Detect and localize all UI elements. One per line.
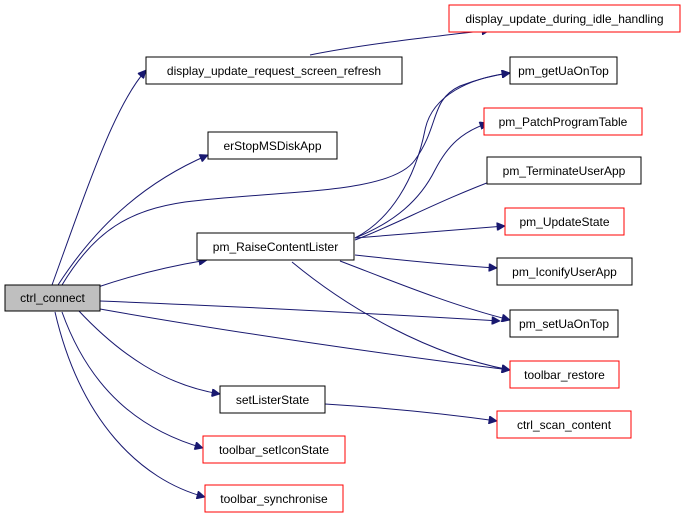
node-pm_IconifyUserApp[interactable]: pm_IconifyUserApp bbox=[496, 257, 633, 286]
node-box bbox=[204, 484, 344, 513]
node-box bbox=[509, 56, 618, 85]
node-toolbar_synchronise[interactable]: toolbar_synchronise bbox=[204, 484, 344, 513]
edge-ctrl_connect-toolbar_setIconState bbox=[61, 311, 203, 448]
node-label: pm_setUaOnTop bbox=[519, 317, 609, 331]
node-label: display_update_request_screen_refresh bbox=[167, 64, 381, 78]
node-box bbox=[504, 207, 625, 236]
node-label: display_update_during_idle_handling bbox=[465, 12, 663, 26]
node-pm_TerminateUserApp[interactable]: pm_TerminateUserApp bbox=[486, 156, 642, 185]
node-pm_setUaOnTop[interactable]: pm_setUaOnTop bbox=[509, 309, 619, 338]
nodes: ctrl_connect display_update_during_idle_… bbox=[4, 4, 681, 513]
node-label: pm_getUaOnTop bbox=[518, 64, 609, 78]
node-label: ctrl_scan_content bbox=[517, 418, 612, 432]
node-label: setListerState bbox=[236, 393, 310, 407]
node-box bbox=[145, 56, 403, 85]
node-ctrl_connect[interactable]: ctrl_connect bbox=[4, 284, 101, 312]
node-box bbox=[496, 257, 633, 286]
edge-pm_RaiseContentLister-pm_IconifyUserApp bbox=[354, 254, 497, 268]
edge-pm_RaiseContentLister-pm_setUaOnTop bbox=[339, 260, 510, 320]
node-erStopMSDiskApp[interactable]: erStopMSDiskApp bbox=[207, 131, 338, 160]
node-label: pm_RaiseContentLister bbox=[213, 240, 338, 254]
edge-display_update_request_screen_refresh-display_update_during_idle_handling bbox=[309, 30, 490, 56]
edge-pm_RaiseContentLister-pm_UpdateState bbox=[354, 226, 505, 239]
node-display_update_during_idle_handling[interactable]: display_update_during_idle_handling bbox=[448, 4, 681, 33]
node-box bbox=[202, 435, 346, 464]
edge-ctrl_connect-pm_setUaOnTop bbox=[99, 300, 500, 321]
node-label: erStopMSDiskApp bbox=[223, 139, 321, 153]
edge-setListerState-ctrl_scan_content bbox=[324, 403, 497, 421]
node-label: pm_UpdateState bbox=[519, 215, 609, 229]
node-label: pm_TerminateUserApp bbox=[503, 164, 626, 178]
edge-ctrl_connect-display_update_request_screen_refresh bbox=[51, 70, 146, 286]
edges bbox=[51, 30, 510, 497]
node-toolbar_setIconState[interactable]: toolbar_setIconState bbox=[202, 435, 346, 464]
node-box bbox=[219, 385, 326, 414]
node-label: toolbar_setIconState bbox=[219, 443, 329, 457]
node-toolbar_restore[interactable]: toolbar_restore bbox=[509, 360, 620, 389]
node-label: pm_IconifyUserApp bbox=[512, 265, 617, 279]
node-display_update_request_screen_refresh[interactable]: display_update_request_screen_refresh bbox=[145, 56, 403, 85]
edge-ctrl_connect-setListerState bbox=[77, 309, 220, 394]
node-pm_PatchProgramTable[interactable]: pm_PatchProgramTable bbox=[483, 107, 643, 136]
node-label: toolbar_restore bbox=[524, 368, 605, 382]
node-box bbox=[509, 360, 620, 389]
node-box bbox=[486, 156, 642, 185]
node-box bbox=[509, 309, 619, 338]
node-box bbox=[496, 410, 632, 439]
edge-ctrl_connect-pm_RaiseContentLister bbox=[97, 260, 207, 288]
edge-ctrl_connect-erStopMSDiskApp bbox=[57, 155, 208, 286]
node-ctrl_scan_content[interactable]: ctrl_scan_content bbox=[496, 410, 632, 439]
edge-ctrl_connect-toolbar_restore bbox=[99, 308, 510, 370]
node-box bbox=[4, 284, 101, 312]
edge-pm_RaiseContentLister-pm_TerminateUserApp bbox=[354, 178, 500, 241]
edge-pm_RaiseContentLister-pm_PatchProgramTable bbox=[354, 123, 488, 239]
node-box bbox=[483, 107, 643, 136]
edge-ctrl_connect-pm_getUaOnTop bbox=[61, 73, 510, 286]
node-label: pm_PatchProgramTable bbox=[499, 115, 628, 129]
node-pm_getUaOnTop[interactable]: pm_getUaOnTop bbox=[509, 56, 618, 85]
node-setListerState[interactable]: setListerState bbox=[219, 385, 326, 414]
node-box bbox=[448, 4, 681, 33]
node-label: toolbar_synchronise bbox=[220, 492, 328, 506]
node-box bbox=[196, 232, 355, 261]
node-label: ctrl_connect bbox=[20, 291, 85, 305]
edge-pm_RaiseContentLister-toolbar_restore bbox=[291, 261, 510, 370]
node-box bbox=[207, 131, 338, 160]
edge-pm_RaiseContentLister-pm_getUaOnTop bbox=[354, 73, 510, 239]
node-pm_UpdateState[interactable]: pm_UpdateState bbox=[504, 207, 625, 236]
edge-ctrl_connect-toolbar_synchronise bbox=[54, 311, 205, 497]
node-pm_RaiseContentLister[interactable]: pm_RaiseContentLister bbox=[196, 232, 355, 261]
